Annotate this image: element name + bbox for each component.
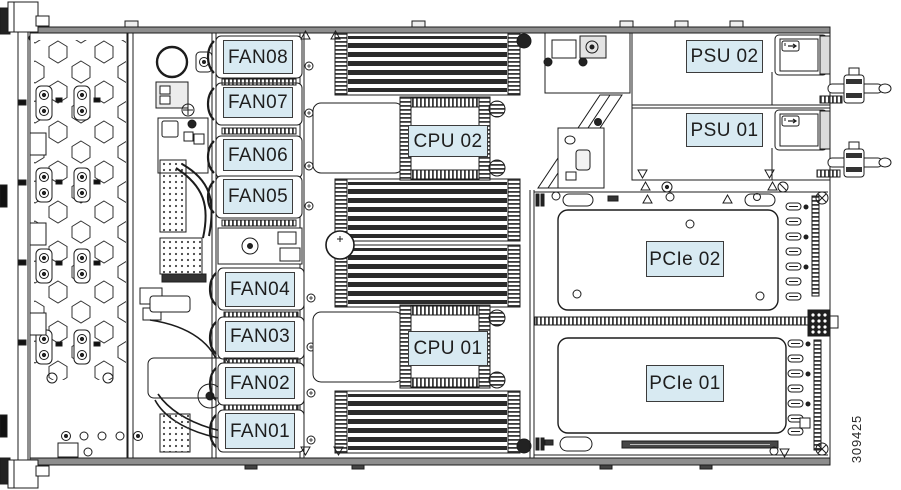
label-fan01: FAN01 <box>225 413 295 449</box>
front-board-area <box>127 33 293 458</box>
dimm-bank-top <box>334 32 521 96</box>
dimm-bank-bottom <box>334 390 521 454</box>
label-fan03: FAN03 <box>225 321 295 352</box>
label-cpu01: CPU 01 <box>408 331 488 366</box>
psu-1-rear-module <box>774 109 831 151</box>
label-fan02: FAN02 <box>225 367 295 399</box>
fan-bay-column <box>206 33 317 458</box>
dimm-banks <box>325 32 532 454</box>
label-fan08: FAN08 <box>223 40 293 74</box>
label-psu01: PSU 01 <box>686 113 763 147</box>
rack-ear-top-left <box>0 1 50 43</box>
label-fan07: FAN07 <box>223 87 293 118</box>
label-fan04: FAN04 <box>225 272 295 307</box>
drive-bay-vent-panel <box>29 32 143 459</box>
label-cpu02: CPU 02 <box>408 125 488 157</box>
rear-panel-louvers <box>785 202 811 436</box>
inter-fan-board <box>217 227 303 265</box>
psu-2-rear-module <box>774 34 831 76</box>
cpu-sockets <box>312 96 506 389</box>
figure-number: 309425 <box>849 414 864 464</box>
rack-ear-bottom-left <box>0 457 50 489</box>
label-fan05: FAN05 <box>223 179 293 214</box>
label-pcie02: PCIe 02 <box>646 241 724 277</box>
label-pcie01: PCIe 01 <box>646 365 724 402</box>
label-fan06: FAN06 <box>223 139 293 171</box>
label-psu02: PSU 02 <box>686 40 763 73</box>
dimm-bank-mid-lower <box>334 244 521 308</box>
pcie-riser-cage <box>529 190 839 458</box>
dimm-bank-mid-upper <box>334 178 521 242</box>
